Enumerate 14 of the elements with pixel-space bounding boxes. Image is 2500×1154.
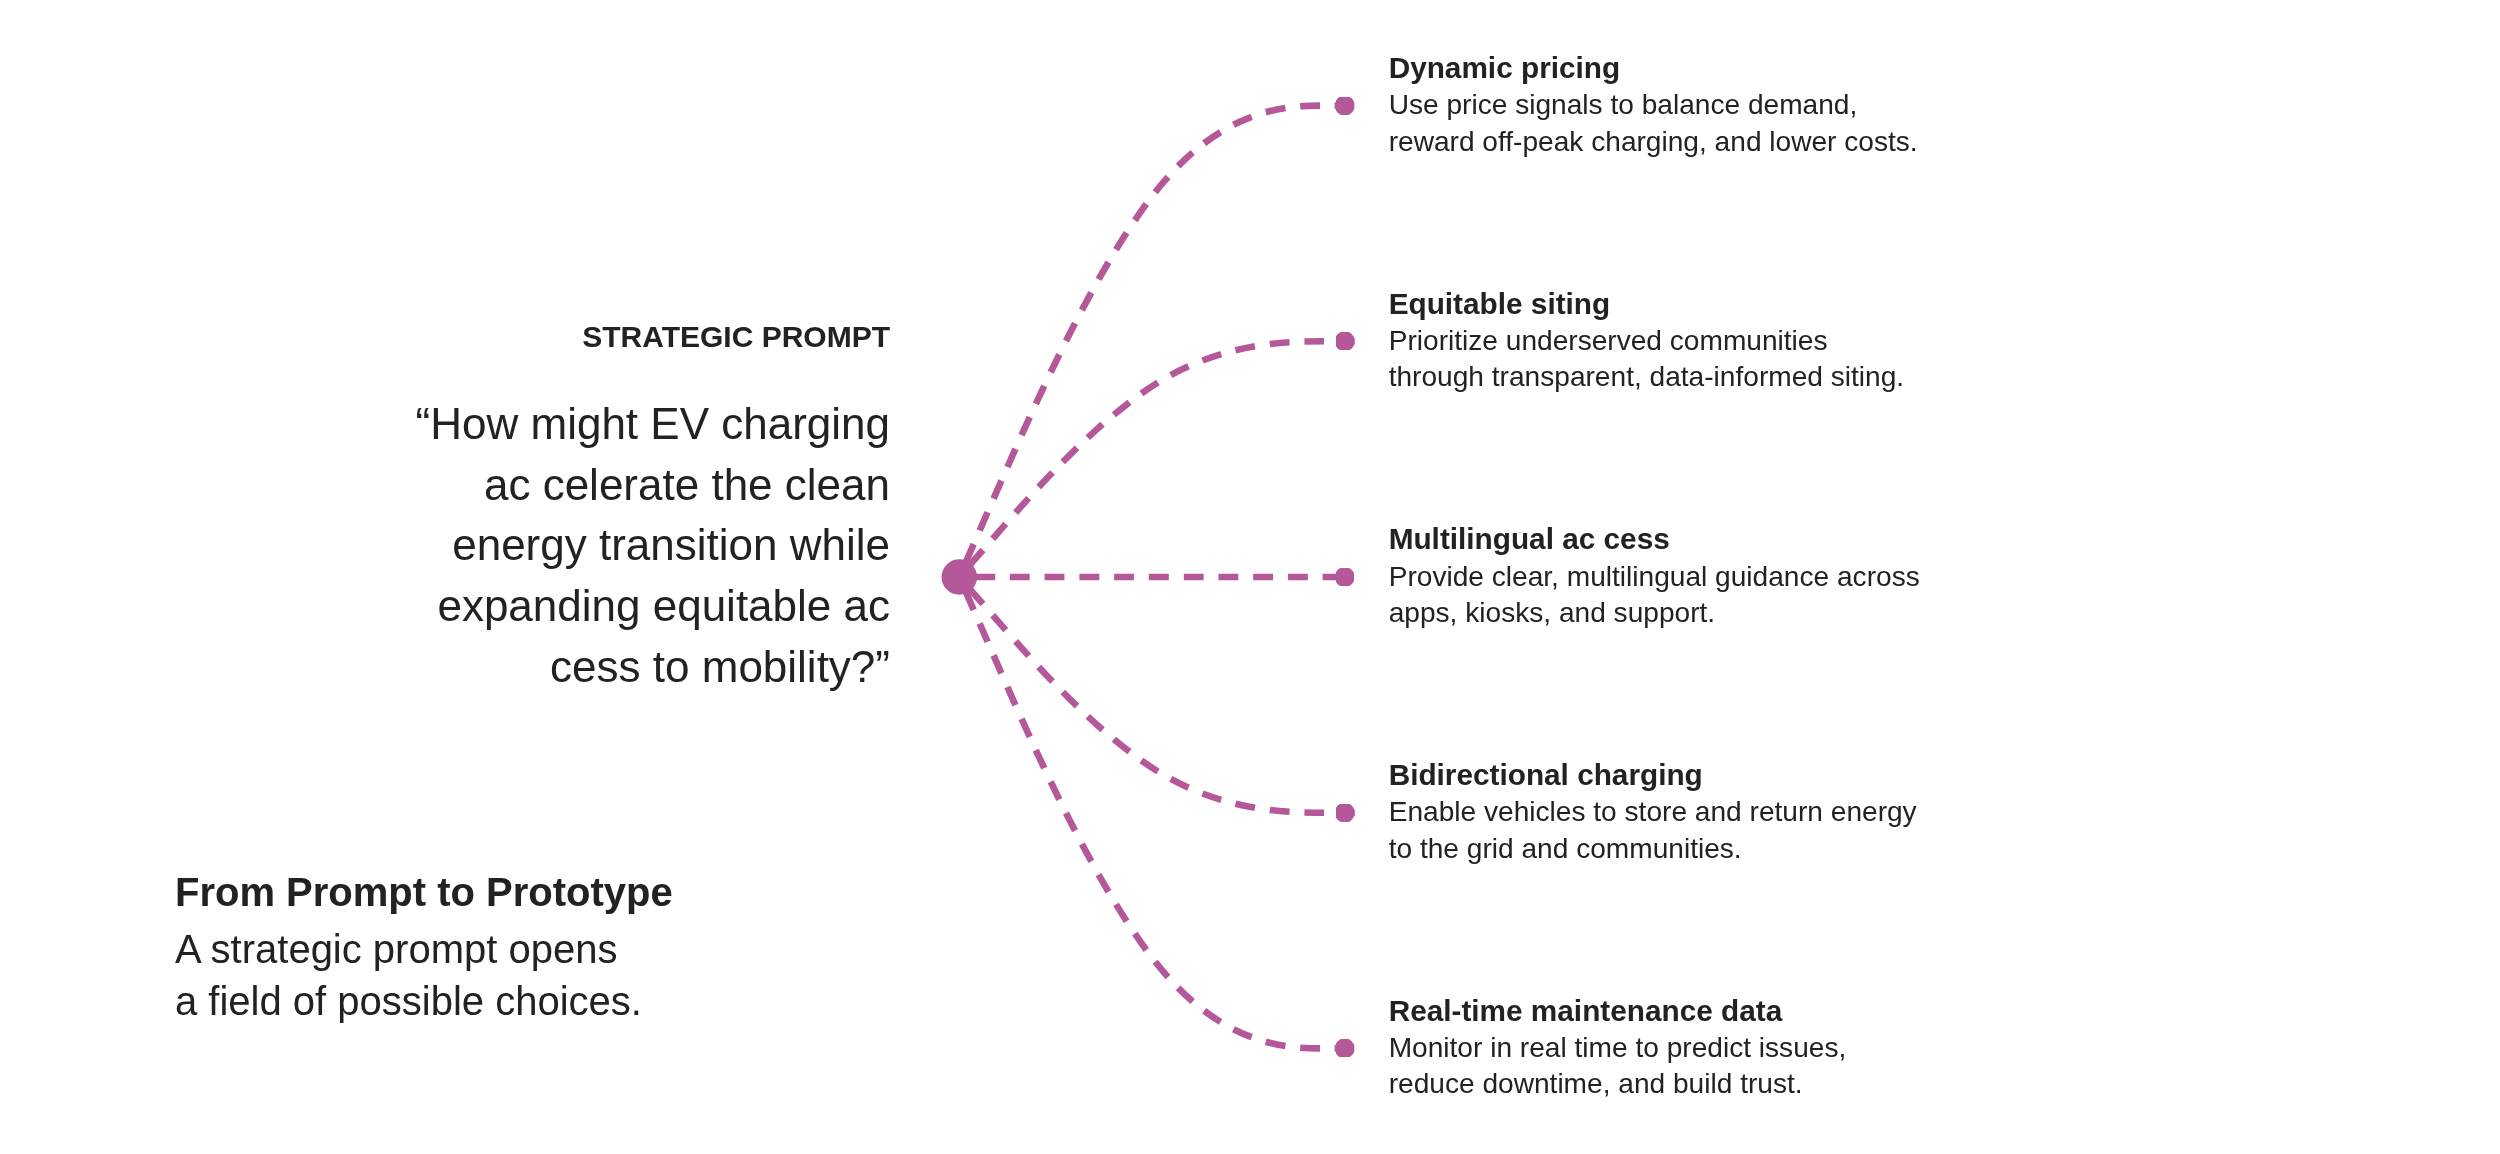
- node-circle: [941, 559, 978, 595]
- prompt-question: “How might EV charging ac celerate the clean energy transition while expanding equitable ac cess to mobility?”: [414, 398, 890, 693]
- connector: [962, 95, 1356, 564]
- connector: [962, 590, 1356, 1059]
- diagram-title: From Prompt to Prototype: [175, 870, 674, 915]
- node-text: Equitable siting Prioritize underserved communities through transparent, data-informed siting.: [1388, 287, 1905, 394]
- prompt-heading: STRATEGIC PROMPT: [581, 320, 890, 354]
- diagram-caption: A strategic prompt opens a field of possible choices.: [175, 926, 643, 1025]
- node-text: Multilingual ac cess Provide clear, multilingual guidance across apps, kiosks, and support.: [1388, 522, 1920, 630]
- connector: [967, 586, 1356, 823]
- node-text: Dynamic pricing Use price signals to balance demand, reward off-peak charging, and lower costs.: [1388, 51, 1918, 159]
- node-text: Bidirectional charging Enable vehicles to store and return energy to the grid and communities.: [1388, 758, 1917, 866]
- node-text: Real-time maintenance data Monitor in real time to predict issues, reduce downtime, and build trust.: [1388, 994, 1847, 1101]
- connector: [967, 331, 1356, 568]
